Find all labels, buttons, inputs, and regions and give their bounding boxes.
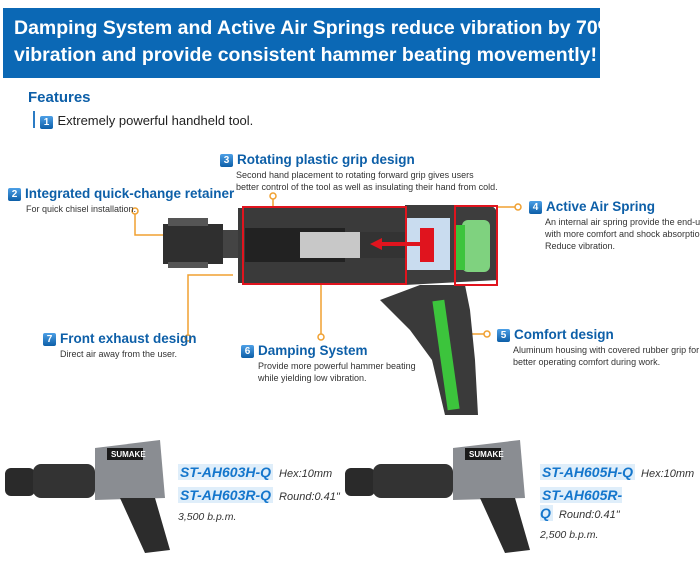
feature-4-desc: An internal air spring provide the end-u… [545, 217, 700, 227]
headline-banner: Damping System and Active Air Springs re… [3, 8, 616, 78]
feature-7-desc: Direct air away from the user. [60, 349, 178, 359]
cutaway-diagram [131, 192, 522, 415]
feature-4-desc: with more comfort and shock absorption. [545, 229, 700, 239]
number-badge-icon: 4 [529, 201, 542, 214]
product-specs-ah603: ST-AH603H-Q Hex:10mm ST-AH603R-Q Round:0.4… [178, 464, 340, 523]
feature-4-desc: Reduce vibration. [545, 241, 616, 251]
feature-6-desc: Provide more powerful hammer beating [258, 361, 416, 371]
features-heading: Features [28, 89, 91, 106]
feature-1: 1 Extremely powerful handheld tool. [40, 112, 253, 130]
feature-2-desc: For quick chisel installation. [26, 204, 137, 214]
number-badge-icon: 6 [241, 345, 254, 358]
model-code: ST-AH603R-Q [178, 487, 274, 503]
feature-3-desc: Second hand placement to rotating forwar… [236, 170, 474, 180]
model-spec: Hex:10mm [641, 468, 695, 480]
feature-5-desc: better operating comfort during work. [513, 357, 661, 367]
brand-logo: SUMAKE [469, 450, 504, 459]
product-image-ah603: SUMAKE [5, 440, 170, 553]
air-spring-highlight-box [454, 205, 498, 286]
number-badge-icon: 5 [497, 329, 510, 342]
headline-line-2: vibration and provide consistent hammer … [14, 44, 597, 66]
feature-5-desc: Aluminum housing with covered rubber gri… [513, 345, 700, 355]
bpm-rating: 3,500 b.p.m. [178, 511, 237, 523]
model-code: ST-AH605H-Q [540, 464, 636, 480]
product-image-ah605: SUMAKE [345, 440, 530, 553]
number-badge-icon: 3 [220, 154, 233, 167]
feature-divider [33, 111, 35, 128]
tool-body [163, 205, 498, 415]
number-badge-icon: 2 [8, 188, 21, 201]
model-spec: Round:0.41" [279, 491, 340, 503]
feature-6-desc: while yielding low vibration. [258, 373, 367, 383]
damping-highlight-box [242, 206, 407, 285]
brand-logo: SUMAKE [111, 450, 146, 459]
model-spec: Hex:10mm [279, 468, 333, 480]
feature-3-desc: better control of the tool as well as in… [236, 182, 498, 192]
model-code: ST-AH603H-Q [178, 464, 274, 480]
bpm-rating: 2,500 b.p.m. [540, 529, 599, 541]
number-badge-icon: 7 [43, 333, 56, 346]
number-badge-icon: 1 [40, 116, 53, 129]
headline-line-1: Damping System and Active Air Springs re… [14, 17, 616, 39]
model-spec: Round:0.41" [558, 509, 620, 521]
feature-1-text: Extremely powerful handheld tool. [57, 113, 254, 128]
